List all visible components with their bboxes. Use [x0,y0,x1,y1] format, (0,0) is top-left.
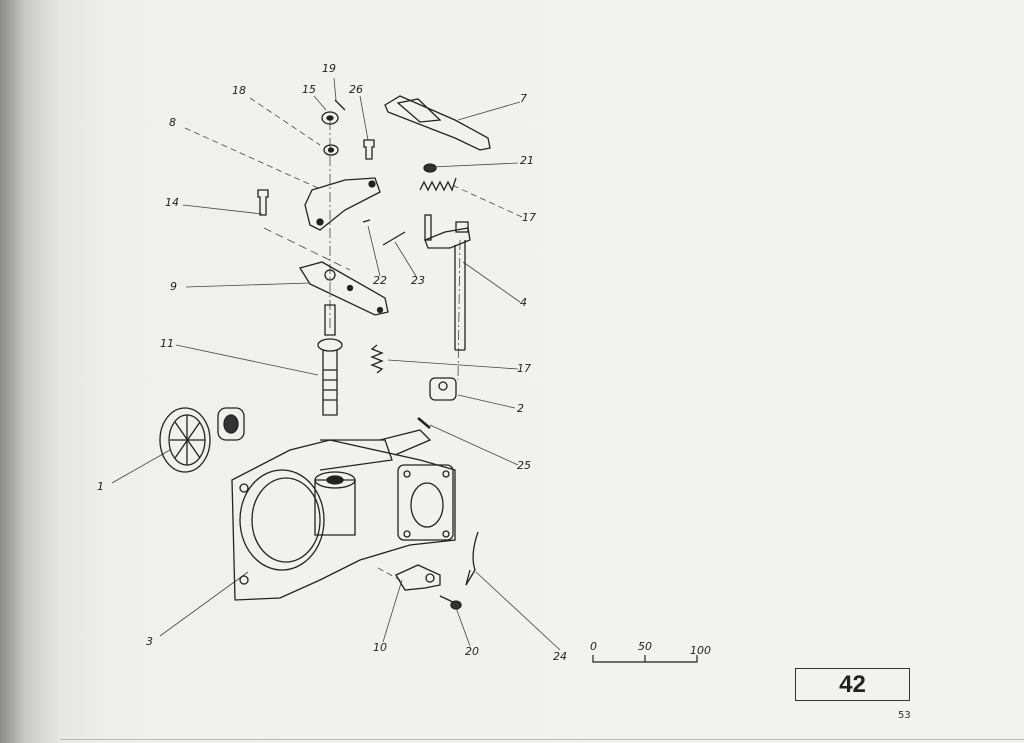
part-17-spring-lower [370,344,384,374]
part-14-pin [257,189,269,216]
page-number: 53 [898,710,911,721]
callout-11: 11 [160,337,174,350]
part-26-pin [363,139,375,160]
part-8-lever [304,177,381,231]
scale-tick-0: 0 [590,640,597,653]
part-3-body [231,429,456,601]
callout-25: 25 [517,459,531,472]
part-21-cap [423,163,437,173]
part-23-pin [382,231,406,246]
callout-2: 2 [517,402,524,415]
callout-23: 23 [411,274,425,287]
callout-9: 9 [170,280,177,293]
part-15-nut [321,111,339,125]
part-24-wire [465,531,479,586]
callout-14: 14 [165,196,179,209]
callout-15: 15 [302,83,316,96]
callout-17-upper: 17 [522,211,536,224]
part-19-pin [334,99,346,111]
part-1-disc [159,407,245,473]
callout-10: 10 [373,641,387,654]
callout-24: 24 [553,650,567,663]
callout-18: 18 [232,84,246,97]
part-25-pin [417,417,431,429]
callout-3: 3 [146,635,153,648]
part-17-spring-upper [419,177,457,192]
part-20-screw [439,595,462,610]
callout-19: 19 [322,62,336,75]
part-11-shaft [317,304,343,416]
leader-lines [111,77,561,651]
figure-number: 42 [839,671,866,698]
page-edge-line [60,739,1024,740]
figure-number-box: 42 [795,668,910,701]
part-10-bracket [395,564,441,591]
callout-8: 8 [169,116,176,129]
part-7-plate [384,95,491,151]
scale-tick-100: 100 [690,644,711,657]
scale-tick-50: 50 [638,640,652,653]
callout-7: 7 [520,92,527,105]
callout-1: 1 [97,480,104,493]
part-22-pin [362,219,371,223]
part-2-clamp [429,377,457,401]
part-9-plate [298,261,389,316]
callout-17-lower: 17 [517,362,531,375]
callout-4: 4 [520,296,527,309]
callout-20: 20 [465,645,479,658]
part-4-shaft [424,214,471,351]
callout-26: 26 [349,83,363,96]
callout-22: 22 [373,274,387,287]
scale-bar [592,655,698,663]
callout-21: 21 [520,154,534,167]
part-18-washer [323,144,339,156]
